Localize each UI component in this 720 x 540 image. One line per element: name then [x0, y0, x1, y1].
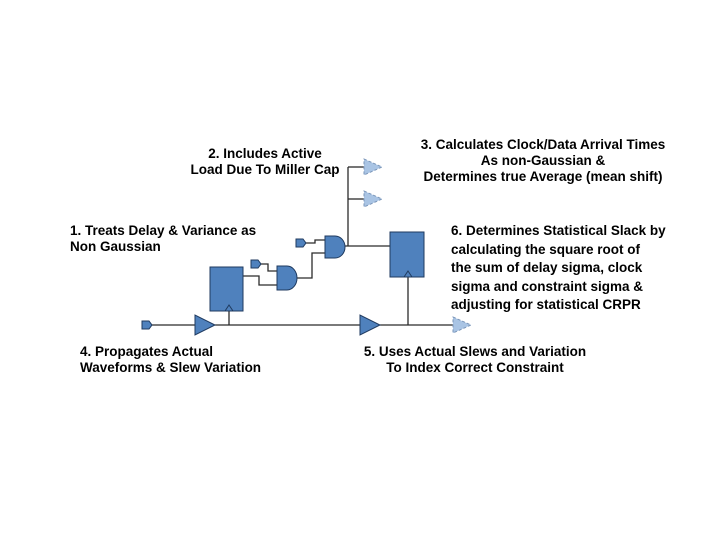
- annotation-3-line-1: 3. Calculates Clock/Data Arrival Times: [420, 137, 666, 152]
- annotation-3: 3. Calculates Clock/Data Arrival Times A…: [412, 137, 674, 185]
- wire-and1-to-and2: [297, 252, 325, 279]
- wire-port-to-and2: [305, 239, 325, 244]
- wires: [152, 166, 453, 326]
- flip-flop-1: [209, 266, 244, 312]
- annotation-2-line-2: Load Due To Miller Cap: [190, 162, 340, 177]
- input-port-main: [141, 320, 153, 330]
- flip-flop-2-body: [389, 231, 425, 278]
- and-gate-2: [324, 235, 346, 259]
- annotation-5-line-2: To Index Correct Constraint: [386, 360, 564, 375]
- annotation-3-line-2: As non-Gaussian &: [480, 153, 606, 168]
- annotation-1-line-2: Non Gaussian: [70, 239, 161, 254]
- wire-port-to-and1: [260, 263, 277, 272]
- annotation-5-line-1: 5. Uses Actual Slews and Variation: [363, 344, 587, 359]
- annotation-6-line-4: sigma and constraint sigma &: [451, 278, 644, 294]
- buffer-1: [194, 314, 217, 336]
- and-gate-1: [276, 265, 298, 291]
- wire-ff1-to-and1: [243, 275, 277, 286]
- output-port-main: [452, 316, 473, 334]
- annotation-5: 5. Uses Actual Slews and Variation To In…: [355, 344, 595, 376]
- flip-flop-1-body: [209, 266, 244, 312]
- annotation-4-line-1: 4. Propagates Actual: [80, 344, 214, 359]
- flip-flop-1-clock-notch: [224, 304, 234, 312]
- input-port-gate2: [295, 238, 307, 248]
- annotation-6: 6. Determines Statistical Slack by calcu…: [451, 222, 666, 315]
- annotation-4-line-2: Waveforms & Slew Variation: [80, 360, 262, 375]
- annotation-1-line-1: 1. Treats Delay & Variance as: [70, 223, 257, 238]
- buffer-2: [359, 314, 382, 336]
- annotation-6-line-1: 6. Determines Statistical Slack by: [451, 223, 666, 238]
- flip-flop-2-clock-notch: [403, 270, 413, 278]
- input-port-gate1: [250, 259, 262, 269]
- output-port-lower: [363, 190, 384, 208]
- output-port-upper: [363, 158, 384, 176]
- flip-flop-2: [389, 231, 425, 278]
- annotation-6-line-5: adjusting for statistical CRPR: [451, 297, 641, 312]
- annotation-6-line-3: the sum of delay sigma, clock: [451, 260, 643, 275]
- annotation-3-line-3: Determines true Average (mean shift): [423, 169, 663, 184]
- annotation-4: 4. Propagates Actual Waveforms & Slew Va…: [80, 344, 261, 376]
- annotation-1: 1. Treats Delay & Variance as Non Gaussi…: [70, 223, 256, 255]
- annotation-2: 2. Includes Active Load Due To Miller Ca…: [187, 146, 343, 178]
- annotation-6-line-2: calculating the square root of: [451, 241, 641, 257]
- annotation-2-line-1: 2. Includes Active: [208, 146, 322, 161]
